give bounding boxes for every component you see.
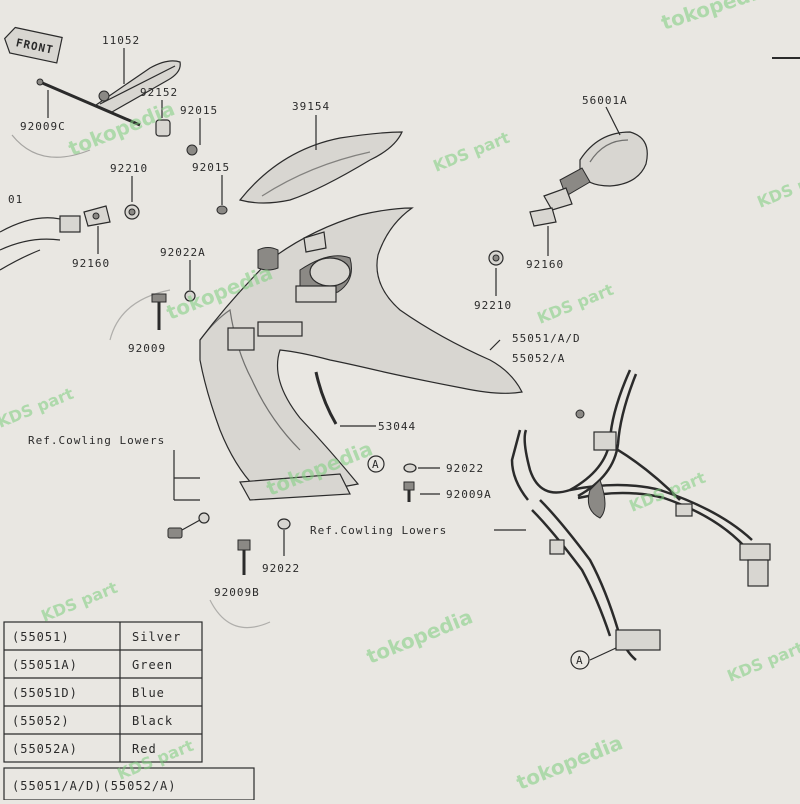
upper-cowling-55051 (199, 207, 523, 501)
color-code-2: (55051D) (12, 686, 78, 700)
part-label-55052: 55052/A (512, 352, 565, 365)
part-label-92210-left: 92210 (110, 162, 148, 175)
part-label-01: 01 (8, 193, 23, 206)
part-label-92009b: 92009B (214, 586, 260, 599)
ref-cowling-lowers-right: Ref.Cowling Lowers (310, 524, 447, 537)
part-label-92152: 92152 (140, 86, 178, 99)
front-arrow-icon: FRONT (3, 26, 63, 64)
part-label-11052: 11052 (102, 34, 140, 47)
part-label-39154: 39154 (292, 100, 330, 113)
color-code-1: (55051A) (12, 658, 78, 672)
marker-a-frame (570, 650, 590, 670)
part-label-92015-lower: 92015 (192, 161, 230, 174)
color-table (3, 621, 203, 763)
part-label-92022a: 92022A (160, 246, 206, 259)
color-name-3: Black (132, 714, 173, 728)
ref-cowling-lowers-left: Ref.Cowling Lowers (28, 434, 165, 447)
collar-92152 (155, 119, 171, 137)
color-name-4: Red (132, 742, 157, 756)
part-label-92009c: 92009C (20, 120, 66, 133)
part-label-92015-upper: 92015 (180, 104, 218, 117)
bracket-11052 (94, 60, 181, 113)
marker-a-cowling (367, 455, 385, 473)
part-label-92022-lower: 92022 (262, 562, 300, 575)
part-label-56001a: 56001A (582, 94, 628, 107)
part-label-92022-right: 92022 (446, 462, 484, 475)
color-code-4: (55052A) (12, 742, 78, 756)
marker-a-frame-label: A (576, 654, 584, 667)
part-label-92009: 92009 (128, 342, 166, 355)
color-name-0: Silver (132, 630, 181, 644)
footer-part-codes: (55051/A/D)(55052/A) (12, 779, 177, 793)
part-label-92210-right: 92210 (474, 299, 512, 312)
color-name-2: Blue (132, 686, 165, 700)
color-code-0: (55051) (12, 630, 70, 644)
color-code-3: (55052) (12, 714, 70, 728)
marker-a-label: A (372, 458, 380, 471)
part-label-92160-left: 92160 (72, 257, 110, 270)
part-label-92160-right: 92160 (526, 258, 564, 271)
mirror-56001a (543, 131, 648, 211)
part-label-53044: 53044 (378, 420, 416, 433)
windshield-39154 (238, 131, 403, 204)
color-name-1: Green (132, 658, 173, 672)
part-label-55051: 55051/A/D (512, 332, 581, 345)
part-label-92009a: 92009A (446, 488, 492, 501)
